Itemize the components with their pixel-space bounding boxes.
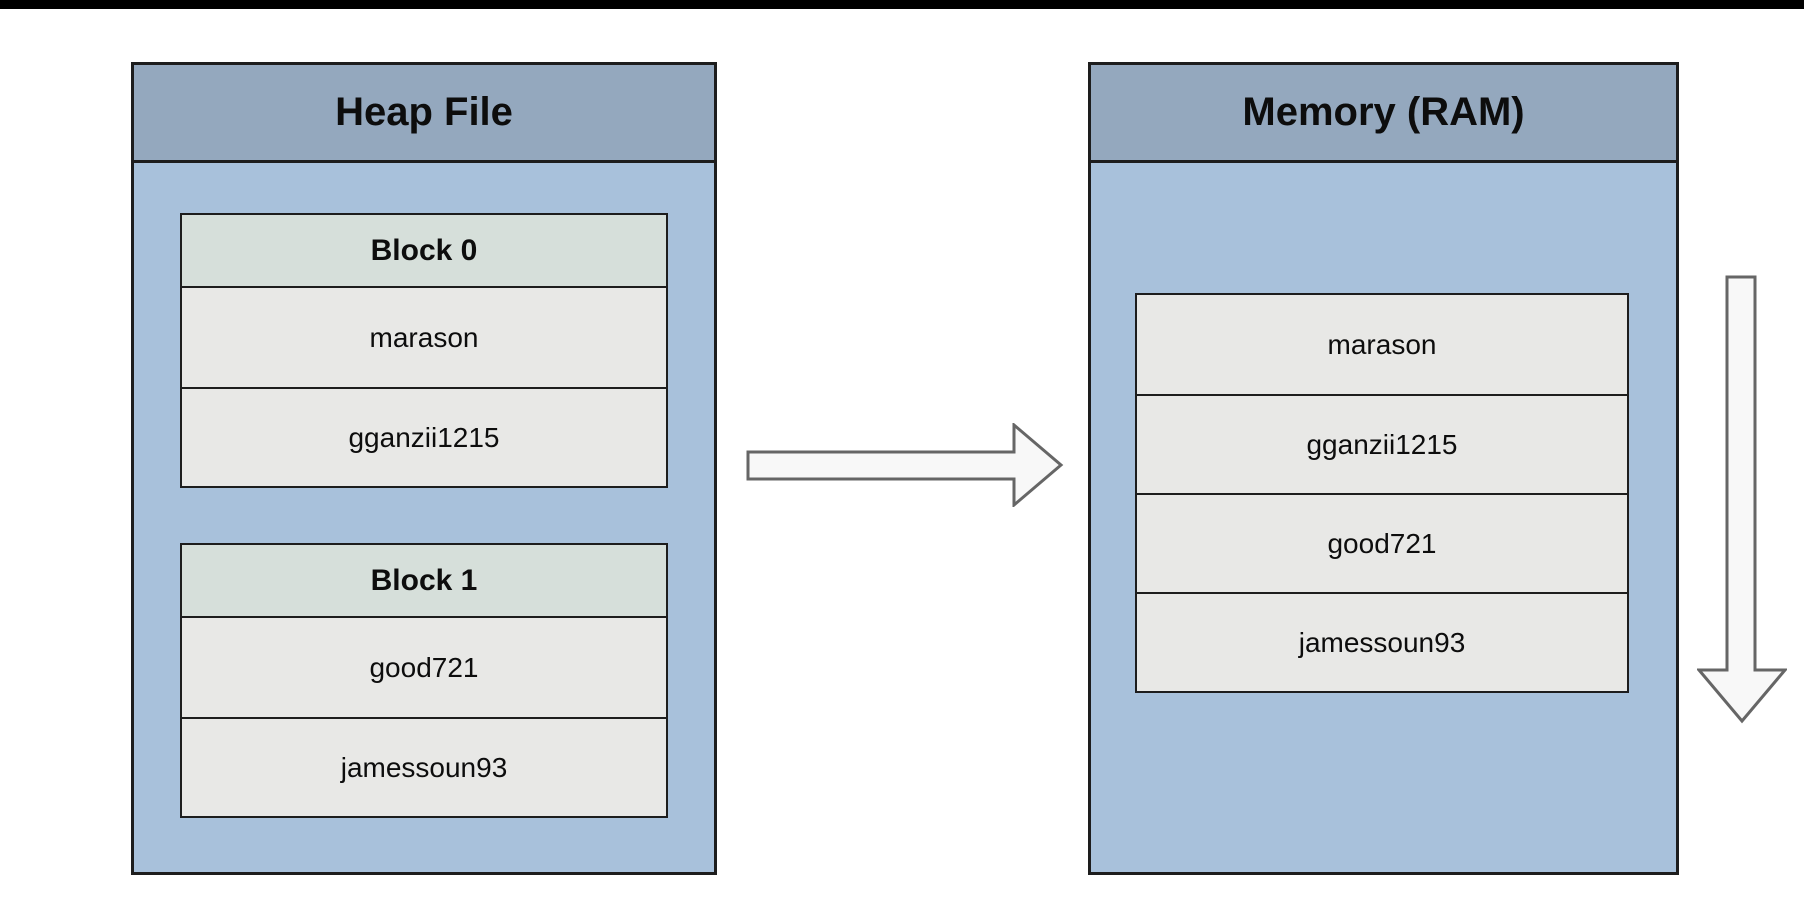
heap-block-1: Block 1 good721 jamessoun93 bbox=[180, 543, 668, 818]
heap-file-panel: Heap File Block 0 marason gganzii1215 Bl… bbox=[131, 62, 717, 875]
memory-ram-title: Memory (RAM) bbox=[1091, 65, 1676, 163]
scan-direction-down-arrow-icon bbox=[1697, 275, 1787, 724]
memory-records-box: marason gganzii1215 good721 jamessoun93 bbox=[1135, 293, 1629, 693]
heap-block-0: Block 0 marason gganzii1215 bbox=[180, 213, 668, 488]
record-cell: jamessoun93 bbox=[182, 717, 666, 816]
heap-file-title: Heap File bbox=[134, 65, 714, 163]
record-cell: marason bbox=[1137, 295, 1627, 394]
record-cell: jamessoun93 bbox=[1137, 592, 1627, 691]
record-cell: gganzii1215 bbox=[1137, 394, 1627, 493]
heap-block-1-label: Block 1 bbox=[182, 545, 666, 618]
heap-block-0-label: Block 0 bbox=[182, 215, 666, 288]
top-bar bbox=[0, 0, 1804, 9]
record-cell: marason bbox=[182, 288, 666, 387]
memory-ram-panel: Memory (RAM) marason gganzii1215 good721… bbox=[1088, 62, 1679, 875]
load-into-memory-arrow-icon bbox=[746, 423, 1064, 507]
record-cell: good721 bbox=[182, 618, 666, 717]
record-cell: gganzii1215 bbox=[182, 387, 666, 486]
record-cell: good721 bbox=[1137, 493, 1627, 592]
